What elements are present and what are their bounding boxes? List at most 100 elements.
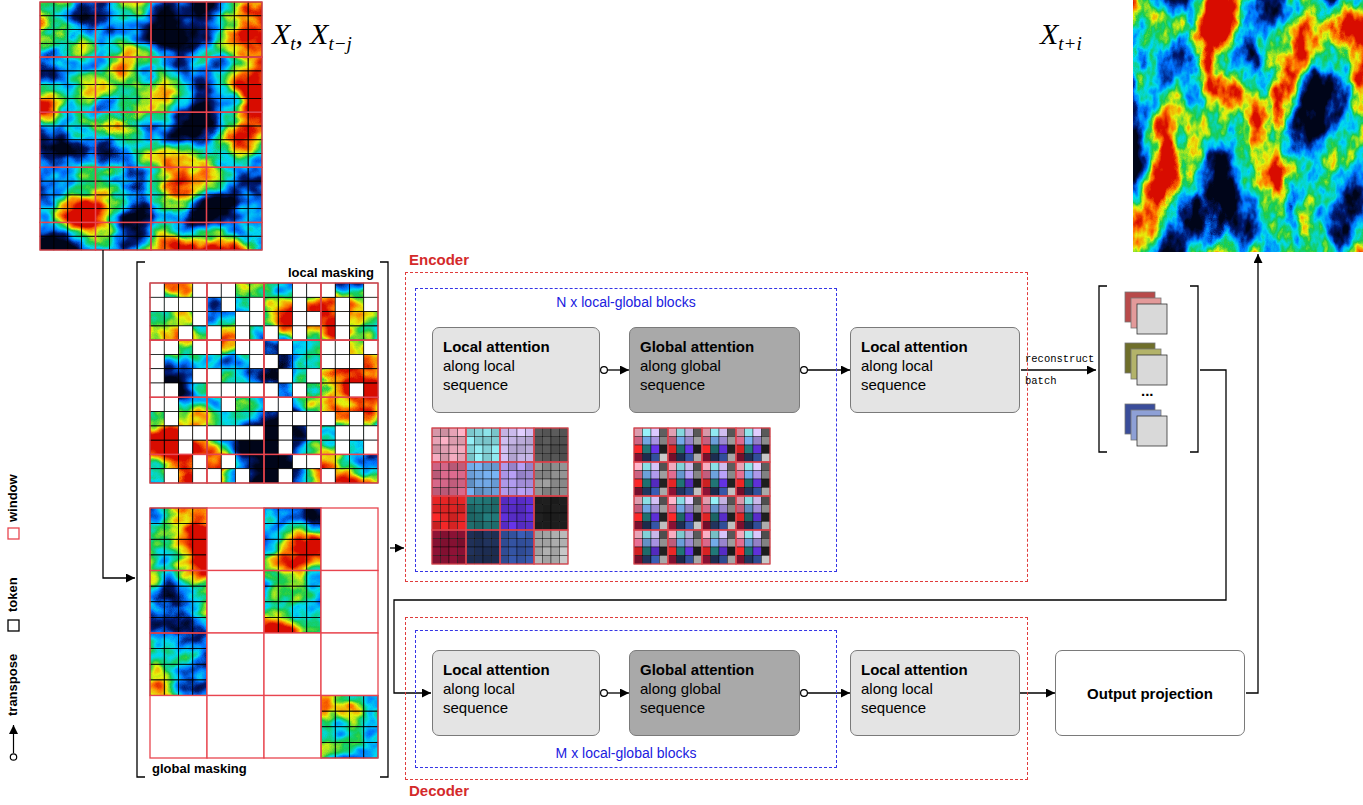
token-cell — [736, 505, 745, 514]
token-cell — [179, 602, 193, 618]
token-cell — [736, 539, 745, 548]
token-cell — [109, 16, 123, 30]
token-cell — [526, 471, 535, 480]
window-outline — [207, 397, 264, 454]
token-cell — [248, 98, 262, 112]
token-cell — [179, 555, 193, 571]
connector — [601, 690, 629, 697]
token-cell — [321, 711, 335, 727]
token-cell — [164, 326, 178, 340]
token-cell — [250, 454, 264, 468]
token-cell — [193, 586, 207, 602]
window-outline — [96, 57, 152, 112]
token-cell — [685, 437, 694, 446]
token-cell — [82, 209, 96, 223]
token-cell — [728, 513, 737, 522]
token-cell — [475, 547, 484, 556]
token-cell — [728, 437, 737, 446]
token-cell — [441, 496, 450, 505]
token-cell — [475, 556, 484, 565]
token-cell — [248, 154, 262, 168]
window-outline — [736, 428, 770, 462]
token-cell — [551, 454, 560, 463]
token-cell — [96, 2, 110, 16]
flow-arrow — [390, 547, 404, 548]
token-cell — [264, 283, 278, 297]
window-swatch — [8, 528, 19, 539]
token-cell — [220, 71, 234, 85]
token-cell — [364, 412, 378, 426]
token-cell — [207, 440, 221, 454]
token-cell — [475, 505, 484, 514]
token-cell — [677, 556, 686, 565]
token-cell — [321, 727, 335, 743]
token-cell — [193, 43, 207, 57]
masked-token — [236, 326, 250, 340]
token-cell — [179, 43, 193, 57]
token-cell — [221, 469, 235, 483]
token-cell — [236, 454, 250, 468]
token-cell — [702, 437, 711, 446]
token-cell — [96, 57, 110, 71]
token-cell — [432, 539, 441, 548]
token-cell — [179, 680, 193, 696]
token-cell — [335, 283, 349, 297]
token-cell — [702, 471, 711, 480]
token-cell — [551, 556, 560, 565]
token-cell — [526, 505, 535, 514]
token-cell — [526, 530, 535, 539]
token-cell — [165, 43, 179, 57]
token-cell — [526, 445, 535, 454]
token-cell — [694, 428, 703, 437]
token-cell — [643, 496, 652, 505]
token-cell — [150, 508, 164, 524]
token-cell — [193, 680, 207, 696]
token-cell — [68, 30, 82, 44]
token-cell — [82, 16, 96, 30]
token-cell — [307, 297, 321, 311]
token-cell — [728, 522, 737, 531]
token-cell — [150, 664, 164, 680]
token-cell — [40, 181, 54, 195]
token-cell — [728, 539, 737, 548]
token-cell — [350, 297, 364, 311]
token-cell — [685, 454, 694, 463]
token-cell — [432, 513, 441, 522]
token-cell — [694, 522, 703, 531]
token-cell — [762, 454, 771, 463]
token-cell — [458, 505, 467, 514]
token-cell — [560, 479, 569, 488]
masked-token — [364, 440, 378, 454]
token-cell — [164, 571, 178, 587]
token-cell — [248, 181, 262, 195]
token-cell — [123, 85, 137, 99]
token-cell — [449, 522, 458, 531]
token-cell — [293, 426, 307, 440]
token-cell — [123, 222, 137, 236]
token-cell — [668, 437, 677, 446]
token-cell — [193, 57, 207, 71]
masked-token — [193, 426, 207, 440]
token-cell — [500, 522, 509, 531]
token-cell — [40, 57, 54, 71]
token-cell — [762, 471, 771, 480]
token-cell — [736, 437, 745, 446]
token-cell — [509, 539, 518, 548]
token-cell — [248, 71, 262, 85]
token-cell — [492, 454, 501, 463]
token-cell — [123, 236, 137, 250]
token-cell — [96, 154, 110, 168]
token-cell — [560, 522, 569, 531]
token-cell — [250, 369, 264, 383]
token-cell — [677, 496, 686, 505]
window-outline — [702, 462, 736, 496]
token-cell — [753, 522, 762, 531]
token-cell — [685, 428, 694, 437]
token-cell — [517, 513, 526, 522]
token-cell — [264, 312, 278, 326]
token-cell — [264, 369, 278, 383]
token-cell — [220, 167, 234, 181]
token-cell — [179, 71, 193, 85]
token-cell — [441, 462, 450, 471]
window-outline — [634, 530, 668, 564]
